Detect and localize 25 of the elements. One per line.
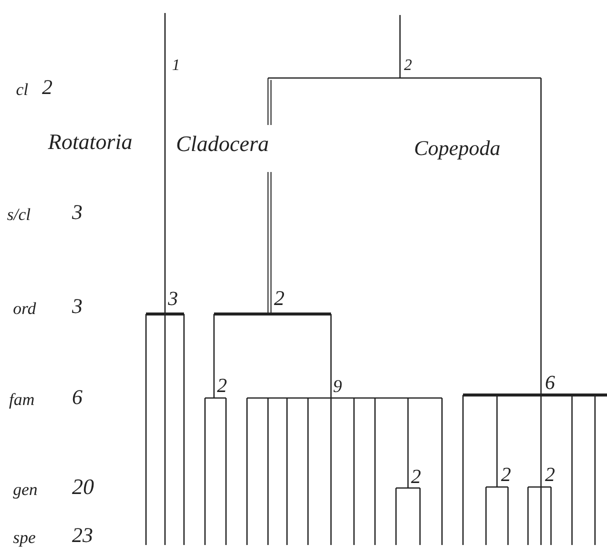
branch-count: 9 bbox=[333, 376, 342, 395]
rank-label: gen bbox=[13, 480, 38, 498]
rank-label: s/cl bbox=[7, 206, 31, 223]
branch-count: 1 bbox=[172, 58, 180, 74]
branch-count: 2 bbox=[274, 288, 284, 310]
rank-count: 6 bbox=[72, 387, 82, 408]
rank-count: 3 bbox=[72, 296, 82, 318]
branch-count: 6 bbox=[545, 373, 555, 393]
rank-label: spe bbox=[13, 528, 36, 546]
rank-count: 23 bbox=[72, 525, 93, 546]
rank-count: 2 bbox=[42, 77, 52, 98]
branch-count: 2 bbox=[404, 58, 412, 74]
rank-label: ord bbox=[13, 300, 36, 317]
taxon-name: Rotatoria bbox=[48, 131, 132, 154]
taxon-name: Copepoda bbox=[414, 138, 500, 160]
branch-count: 3 bbox=[168, 289, 178, 309]
branch-count: 2 bbox=[411, 467, 421, 487]
rank-count: 20 bbox=[72, 476, 94, 498]
branch-count: 2 bbox=[217, 376, 227, 396]
rank-label: cl bbox=[16, 80, 28, 98]
branch-count: 2 bbox=[545, 465, 555, 485]
rank-label: fam bbox=[9, 390, 34, 408]
branch-count: 2 bbox=[501, 465, 511, 485]
taxon-name: Cladocera bbox=[176, 133, 269, 156]
rank-count: 3 bbox=[72, 202, 82, 224]
